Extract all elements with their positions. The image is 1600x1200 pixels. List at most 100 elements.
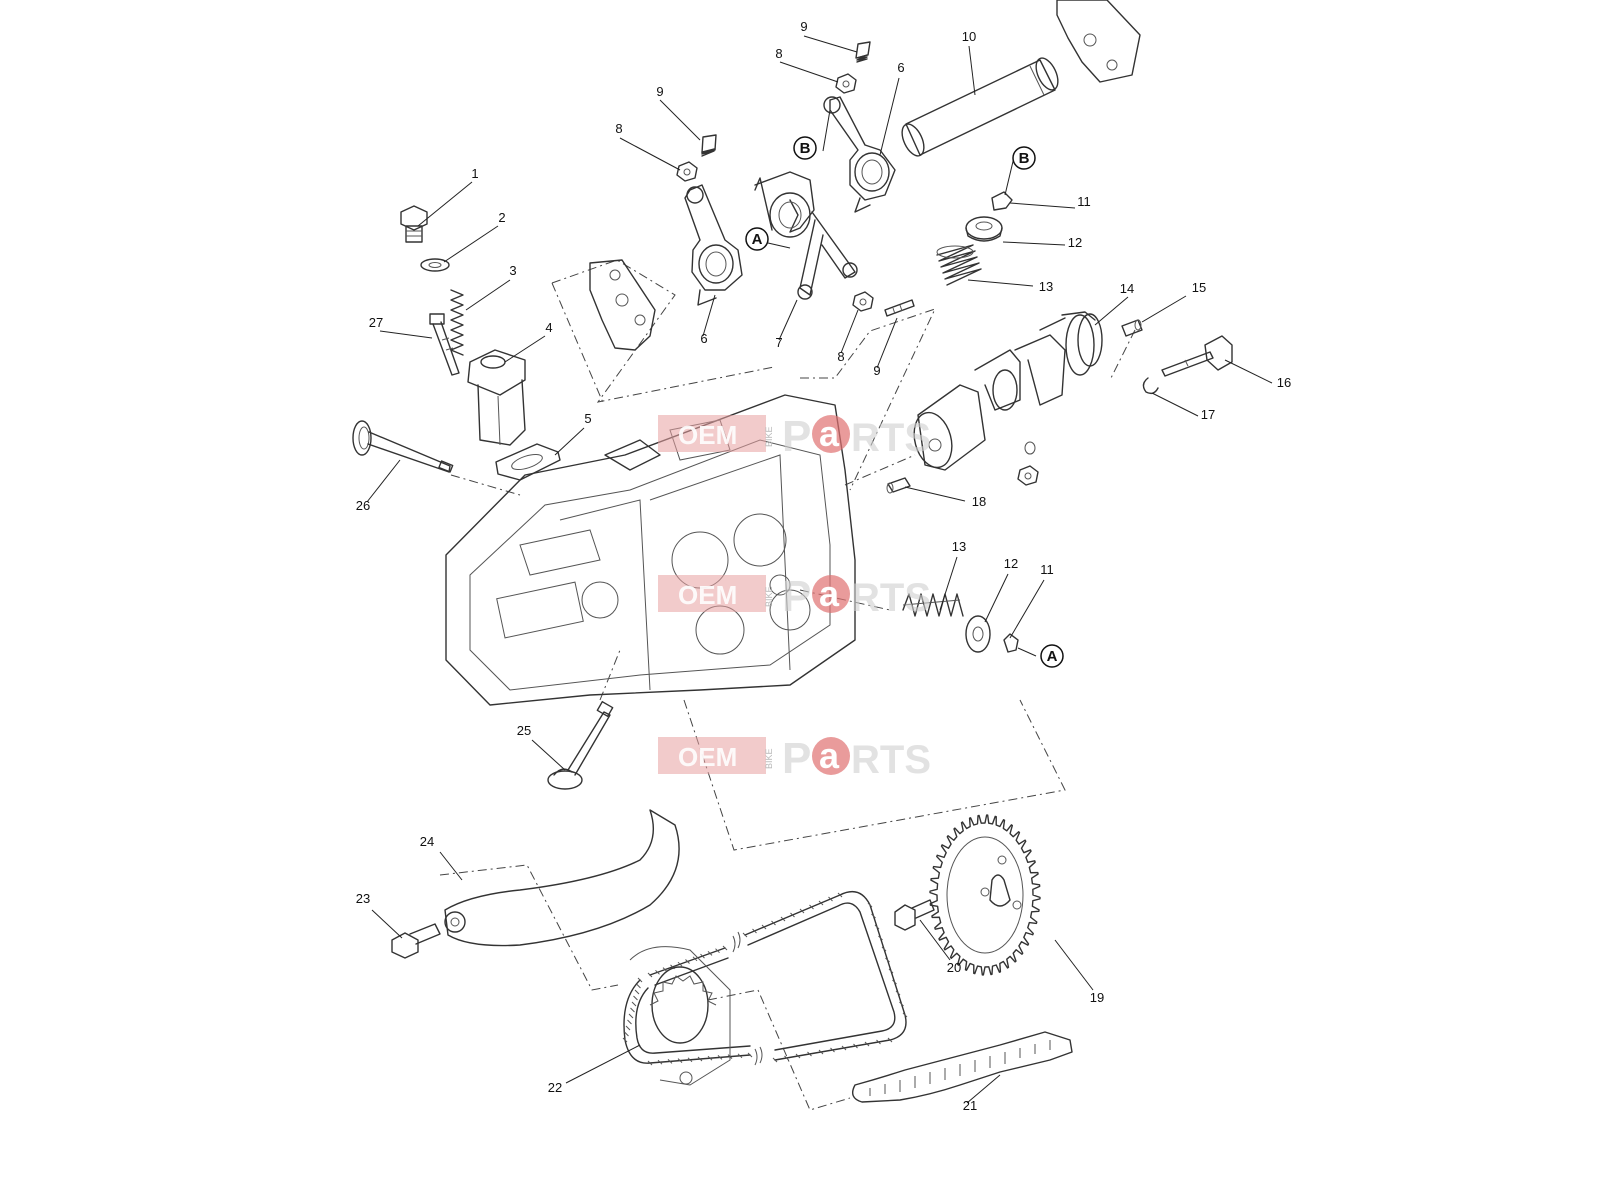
- part-number-label: 13: [1039, 279, 1053, 294]
- part-number-label: 6: [700, 331, 707, 346]
- reference-marker-b: B: [1012, 146, 1036, 170]
- part-11-valve-cotter-lower: [1003, 633, 1019, 653]
- svg-text:A: A: [1047, 648, 1058, 665]
- svg-text:a: a: [819, 735, 840, 776]
- part-13-valve-spring-lower: [902, 593, 964, 617]
- reference-markers: A B B A: [745, 136, 1064, 668]
- svg-text:B: B: [800, 140, 811, 157]
- part-number-label: 16: [1277, 375, 1291, 390]
- watermark-logo: OEM BIKE P a RTS: [658, 412, 931, 461]
- svg-text:BIKE: BIKE: [764, 586, 774, 607]
- part-10-rocker-shaft: [901, 57, 1059, 157]
- part-number-label: 6: [897, 60, 904, 75]
- part-number-label: 2: [498, 210, 505, 225]
- watermark-logo: OEM BIKE P a RTS: [658, 572, 931, 621]
- part-number-label: 21: [963, 1098, 977, 1113]
- part-6-rocker-arm-left: [684, 184, 743, 306]
- part-12-spring-retainer-lower: [965, 615, 991, 653]
- part-number-label: 12: [1068, 235, 1082, 250]
- part-number-label: 25: [517, 723, 531, 738]
- part-7-rocker-arm: [754, 171, 858, 300]
- part-number-label: 11: [1040, 562, 1054, 577]
- part-number-label: 24: [420, 834, 434, 849]
- svg-text:BIKE: BIKE: [764, 426, 774, 447]
- part-number-label: 9: [800, 19, 807, 34]
- part-number-label: 9: [873, 363, 880, 378]
- part-number-label: 13: [952, 539, 966, 554]
- part-number-label: 5: [584, 411, 591, 426]
- part-21-tensioner-guide: [852, 1031, 1073, 1103]
- part-8-nut-mid: [676, 161, 698, 182]
- upper-bracket: [1056, 0, 1141, 83]
- part-number-label: 20: [947, 960, 961, 975]
- svg-text:a: a: [819, 413, 840, 454]
- part-5-gasket: [495, 443, 561, 481]
- reference-marker-b: B: [793, 136, 817, 160]
- part-number-label: 17: [1201, 407, 1215, 422]
- part-26-valve: [352, 420, 454, 473]
- svg-text:RTS: RTS: [851, 576, 931, 620]
- part-number-label: 8: [775, 46, 782, 61]
- part-4-chain-tensioner: [467, 349, 526, 446]
- part-9-adjuster-screw-top: [855, 41, 871, 63]
- part-18-pin: [886, 477, 911, 494]
- part-number-label: 26: [356, 498, 370, 513]
- part-number-label: 15: [1192, 280, 1206, 295]
- svg-text:RTS: RTS: [851, 738, 931, 782]
- part-25-valve: [547, 700, 614, 790]
- reference-marker-a: A: [1040, 644, 1064, 668]
- part-1-plug-bolt: [400, 205, 428, 243]
- part-2-washer: [420, 258, 450, 272]
- reference-marker-a: A: [745, 227, 769, 251]
- part-12-spring-retainer-upper: [965, 216, 1003, 242]
- part-number-label: 10: [962, 29, 976, 44]
- part-6-rocker-arm-right: [823, 96, 896, 213]
- svg-text:A: A: [752, 231, 763, 248]
- cylinder-head: [445, 394, 856, 706]
- part-19-cam-sprocket: [929, 814, 1041, 976]
- part-24-chain-guide: [444, 809, 680, 947]
- part-23-bolt: [391, 923, 441, 959]
- part-number-label: 1: [471, 166, 478, 181]
- part-13-valve-spring-upper: [936, 244, 982, 286]
- part-number-label: 8: [837, 349, 844, 364]
- leader-lines: [366, 35, 1273, 1104]
- part-number-label: 23: [356, 891, 370, 906]
- rocker-support-bracket: [589, 259, 656, 351]
- part-number-label: 22: [548, 1080, 562, 1095]
- part-number-label: 11: [1077, 194, 1091, 209]
- part-8-nut-lower: [852, 291, 874, 312]
- svg-text:P: P: [782, 572, 811, 621]
- part-22-timing-chain: [622, 891, 908, 1066]
- svg-text:P: P: [782, 412, 811, 461]
- part-20-sprocket-bolt: [894, 899, 935, 931]
- watermark-logo: OEM BIKE P a RTS: [658, 734, 931, 783]
- svg-text:a: a: [819, 573, 840, 614]
- svg-text:RTS: RTS: [851, 416, 931, 460]
- part-9-adjuster-screw-mid: [701, 134, 717, 157]
- part-number-label: 9: [656, 84, 663, 99]
- part-27-bolt: [429, 313, 460, 376]
- part-number-label: 27: [369, 315, 383, 330]
- svg-text:OEM: OEM: [678, 580, 737, 610]
- svg-text:BIKE: BIKE: [764, 748, 774, 769]
- part-14-camshaft: [913, 311, 1103, 486]
- part-number-label: 3: [509, 263, 516, 278]
- part-number-label: 14: [1120, 281, 1134, 296]
- part-number-label: 18: [972, 494, 986, 509]
- part-11-valve-cotter-upper: [991, 191, 1013, 211]
- part-16-shaft: [1161, 335, 1233, 377]
- svg-text:B: B: [1019, 150, 1030, 167]
- part-number-label: 19: [1090, 990, 1104, 1005]
- svg-text:OEM: OEM: [678, 420, 737, 450]
- crank-sprocket: [629, 946, 731, 1086]
- part-17-circlip: [1142, 377, 1159, 395]
- part-9-adjuster-screw-lower: [884, 299, 915, 317]
- part-number-label: 4: [545, 320, 552, 335]
- svg-text:P: P: [782, 734, 811, 783]
- part-15-dowel-pin: [1121, 319, 1143, 337]
- part-number-label: 7: [775, 335, 782, 350]
- part-3-spring: [450, 289, 464, 356]
